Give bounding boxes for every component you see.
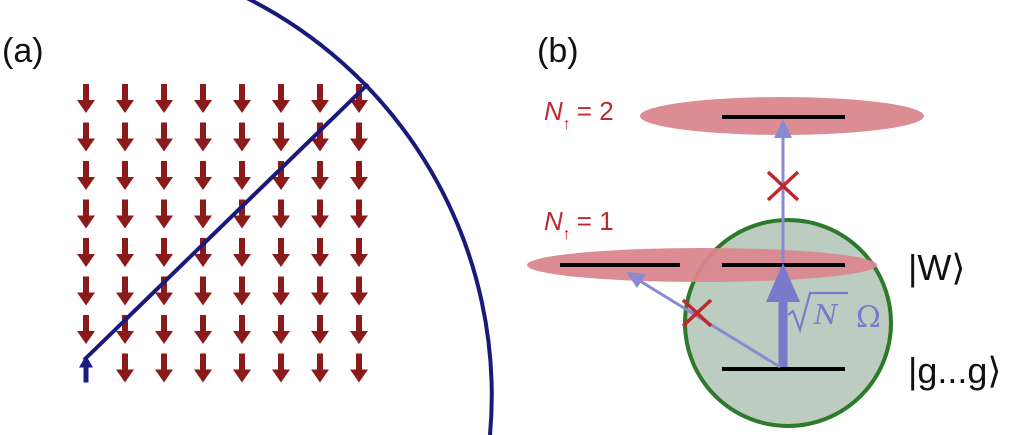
spin-down-arrow (311, 199, 329, 229)
blocked-cross-upper (766, 170, 800, 202)
spin-down-arrow (155, 238, 173, 267)
spin-down-arrow (116, 276, 134, 306)
spin-down-arrow (233, 238, 251, 267)
n1-label: N↑= 1 (544, 206, 614, 243)
spin-down-arrow (194, 122, 212, 152)
spin-down-arrow (272, 84, 290, 113)
spin-down-arrow (194, 276, 212, 306)
arrow-w-to-n2 (774, 119, 792, 262)
spin-down-arrow (350, 199, 368, 229)
spin-down-arrow (194, 315, 212, 344)
spin-down-arrow (311, 315, 329, 344)
spin-down-arrow (311, 276, 329, 306)
spin-down-arrow (116, 315, 134, 344)
spin-down-arrow (233, 276, 251, 306)
spin-down-arrow (116, 353, 134, 383)
blockade-circle (246, 0, 494, 435)
omega-text: Ω (856, 300, 881, 335)
spin-down-arrow (155, 199, 173, 229)
spin-down-arrow (311, 238, 329, 267)
spin-down-arrow (155, 84, 173, 113)
arrow-ground-to-w (766, 263, 800, 367)
spin-down-arrow (350, 238, 368, 267)
blocked-cross-lower (681, 298, 713, 328)
spin-down-arrow (350, 122, 368, 152)
diagonal-line (82, 82, 370, 362)
spin-down-arrow (77, 84, 95, 113)
spin-down-arrow (350, 353, 368, 383)
spin-down-arrow (77, 161, 95, 190)
spin-down-arrow (116, 84, 134, 113)
panel-a: (a) (2, 0, 494, 435)
spin-down-arrow (194, 199, 212, 229)
spin-up-arrow (79, 355, 93, 383)
spin-down-arrow (272, 122, 290, 152)
spin-down-arrow (311, 84, 329, 113)
spin-down-arrow (116, 161, 134, 190)
spin-down-arrow (233, 84, 251, 113)
spin-down-arrow (194, 84, 212, 113)
spin-down-arrow (77, 122, 95, 152)
spin-down-arrow (155, 353, 173, 383)
spin-down-arrow (77, 238, 95, 267)
spin-down-arrow (272, 353, 290, 383)
spin-down-arrow (155, 315, 173, 344)
spin-down-arrow (272, 315, 290, 344)
spin-down-arrow (233, 315, 251, 344)
sqrt-n-text: N (813, 300, 839, 331)
spin-down-arrow (350, 276, 368, 306)
spin-down-arrow (311, 161, 329, 190)
spin-down-arrow (272, 238, 290, 267)
spin-down-arrow (77, 276, 95, 306)
spin-down-arrow (272, 276, 290, 306)
spin-down-arrow (116, 238, 134, 267)
panel-b: (b) (527, 32, 1001, 428)
spin-down-arrow (77, 199, 95, 229)
spin-down-arrow (155, 161, 173, 190)
spin-down-arrow (116, 199, 134, 229)
spin-down-arrow (233, 161, 251, 190)
n1-energy-band (527, 248, 877, 282)
spin-down-arrow (77, 315, 95, 344)
spin-down-arrow (194, 161, 212, 190)
coupling-label: N Ω (787, 291, 881, 335)
spin-down-arrow (350, 161, 368, 190)
spin-down-arrow (233, 353, 251, 383)
spin-down-arrow (350, 315, 368, 344)
spin-down-arrow (233, 122, 251, 152)
state-w-label: |W⟩ (908, 247, 965, 288)
spin-down-arrow (311, 353, 329, 383)
state-g-label: |g...g⟩ (908, 350, 1001, 391)
spin-down-arrow (155, 122, 173, 152)
spin-down-arrow (272, 199, 290, 229)
n2-label: N↑= 2 (544, 96, 614, 133)
panel-b-label: (b) (537, 32, 579, 70)
spin-down-arrow (194, 353, 212, 383)
sqrt-sign (787, 291, 848, 334)
spin-down-arrow (116, 122, 134, 152)
panel-a-label: (a) (2, 32, 44, 70)
